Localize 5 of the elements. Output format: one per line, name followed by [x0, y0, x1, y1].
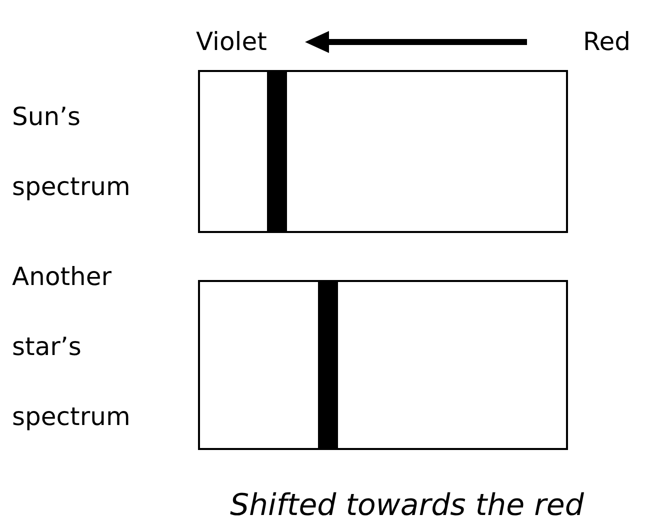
direction-label: Red — [583, 26, 630, 58]
spectrum-label: Another star’s spectrum — [12, 261, 132, 433]
direction-label: Violet — [196, 26, 267, 58]
caption: Shifted towards the red — [230, 488, 584, 523]
spectrum-label: Sun’s spectrum — [12, 101, 132, 203]
